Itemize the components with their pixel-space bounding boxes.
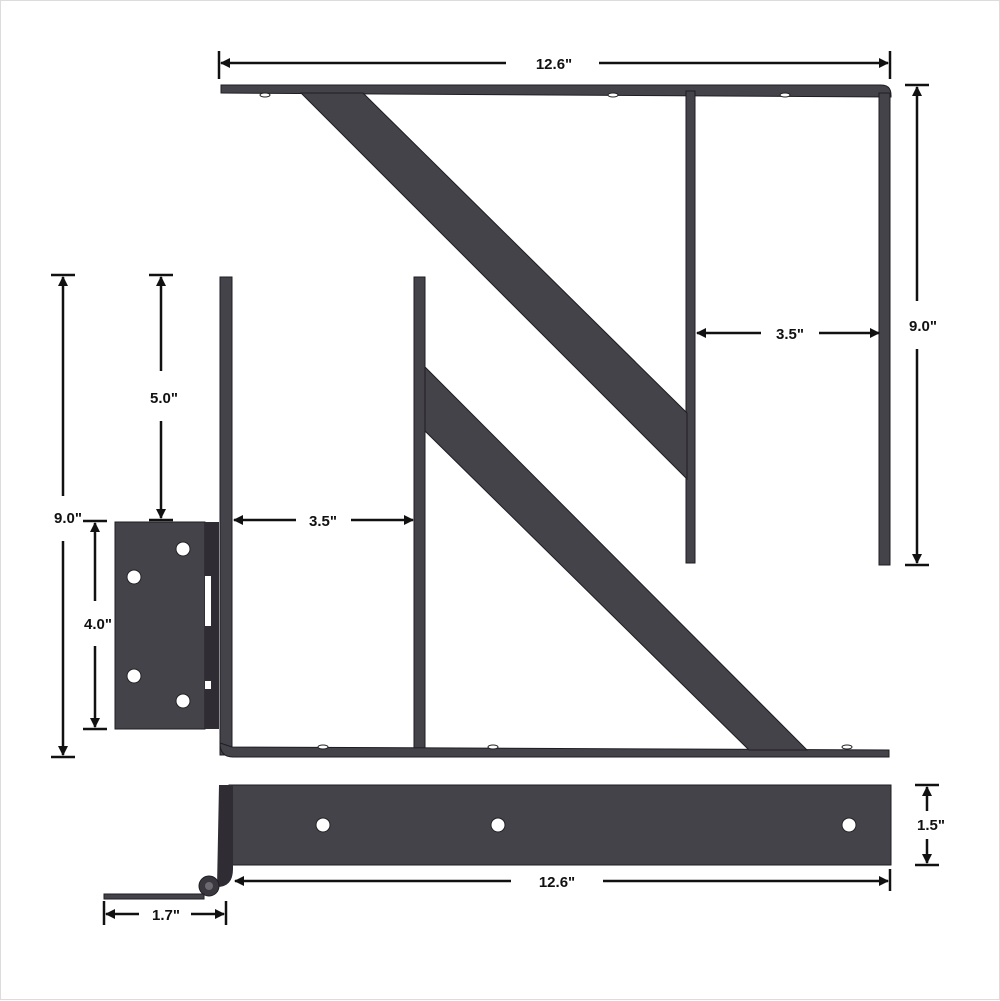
strap-screw-hole [490,817,506,833]
hinge-screw-hole [126,569,142,585]
dimension-strap-length: 12.6" [234,869,892,891]
flange-hole [259,92,271,98]
hinge-height-label: 4.0" [84,616,112,633]
upper-bracket-top-flange [220,84,892,98]
flange-hole [487,744,499,750]
dimension-right-height: 9.0" [905,83,937,567]
upper-bracket-diagonal-brace [299,92,688,481]
strap-length-label: 12.6" [539,874,575,891]
flange-hole [779,92,791,98]
hinge-screw-hole [175,541,191,557]
flange-hole [317,744,329,750]
hinge-screw-hole [126,668,142,684]
butt-hinge [114,521,219,730]
right-height-label: 9.0" [909,318,937,335]
strap-pintle-plate [103,893,205,900]
dimension-pin-offset: 1.7" [102,901,228,925]
dimension-left-upper-height: 5.0" [149,273,178,522]
top-width-label: 12.6" [536,56,572,73]
upper-bracket-inner-leg [685,90,696,564]
hinge-leaf [114,521,206,730]
dimension-strap-height: 1.5" [915,783,945,867]
dimension-lower-inner-width: 3.5" [233,513,414,530]
strap-hinge [103,784,892,900]
dimension-hinge-height: 4.0" [83,519,112,731]
lower-bracket-diagonal-brace [424,365,809,751]
lower-bracket-bottom-flange [219,742,890,758]
strap-height-label: 1.5" [917,817,945,834]
upper-bracket-right-leg [878,92,891,566]
upper-bracket [220,84,892,566]
left-upper-height-label: 5.0" [150,390,178,407]
flange-hole [607,92,619,98]
dimension-upper-inner-width: 3.5" [696,326,880,343]
strap-pivot-pin [205,882,213,890]
lower-bracket-left-leg [219,276,233,756]
strap-curl [217,785,233,887]
dimension-top-width: 12.6" [217,51,892,79]
hinge-knuckle-gap [205,576,211,626]
hinge-knuckle-gap [205,681,211,689]
hinge-knuckle [205,522,219,729]
lower-bracket-inner-leg [413,276,426,753]
strap-screw-hole [841,817,857,833]
lower-bracket [219,276,890,758]
flange-hole [841,744,853,750]
hinge-screw-hole [175,693,191,709]
upper-inner-width-label: 3.5" [776,326,804,343]
left-total-height-label: 9.0" [54,510,82,527]
dimension-left-total-height: 9.0" [51,273,82,759]
strap-screw-hole [315,817,331,833]
lower-inner-width-label: 3.5" [309,513,337,530]
pin-offset-label: 1.7" [152,907,180,924]
strap-plate [228,784,892,866]
